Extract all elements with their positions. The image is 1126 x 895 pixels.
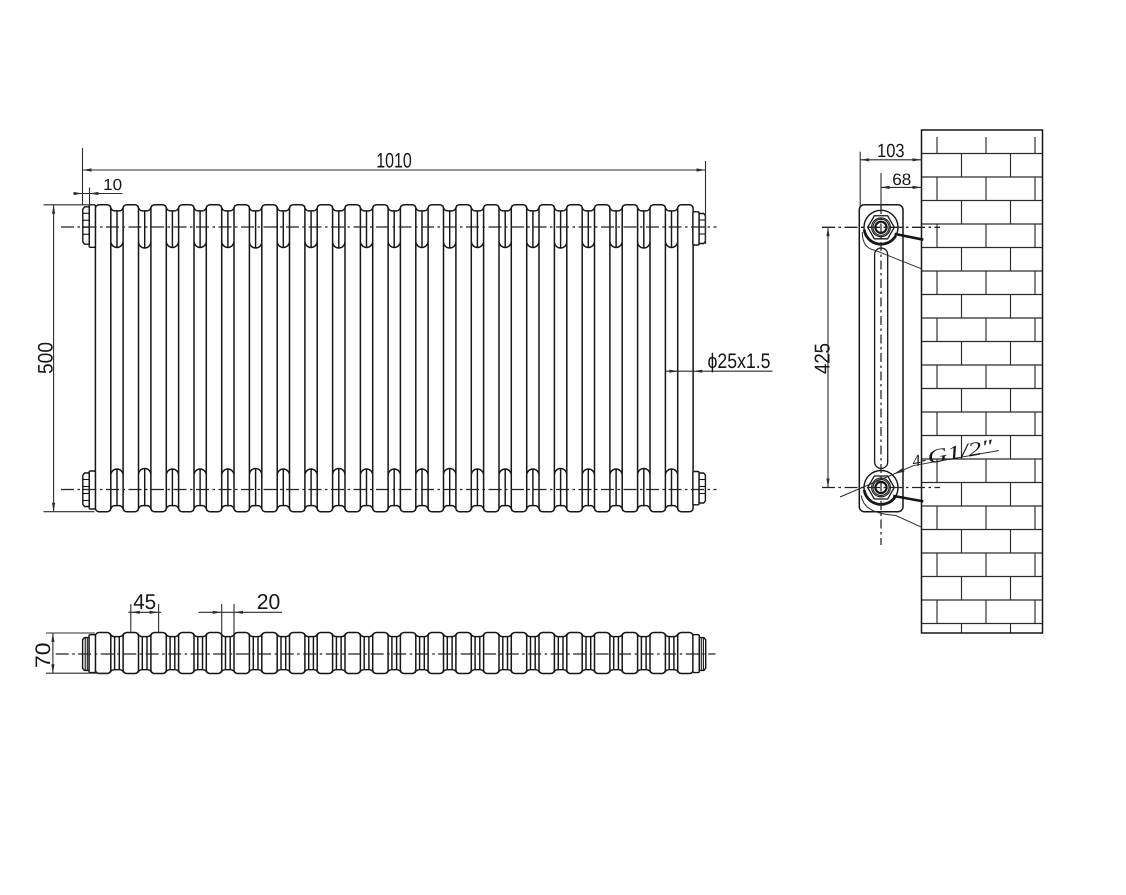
svg-text:20: 20 — [257, 590, 281, 614]
svg-text:103: 103 — [877, 141, 905, 162]
svg-text:68: 68 — [892, 171, 911, 189]
svg-text:70: 70 — [32, 643, 55, 669]
svg-text:45: 45 — [133, 590, 156, 614]
svg-text:1010: 1010 — [376, 149, 412, 172]
svg-text:10: 10 — [103, 177, 122, 194]
svg-text:ϕ25x1.5: ϕ25x1.5 — [708, 350, 771, 373]
svg-text:500: 500 — [34, 342, 57, 374]
svg-text:4-: 4- — [911, 449, 928, 470]
svg-text:425: 425 — [811, 343, 835, 374]
